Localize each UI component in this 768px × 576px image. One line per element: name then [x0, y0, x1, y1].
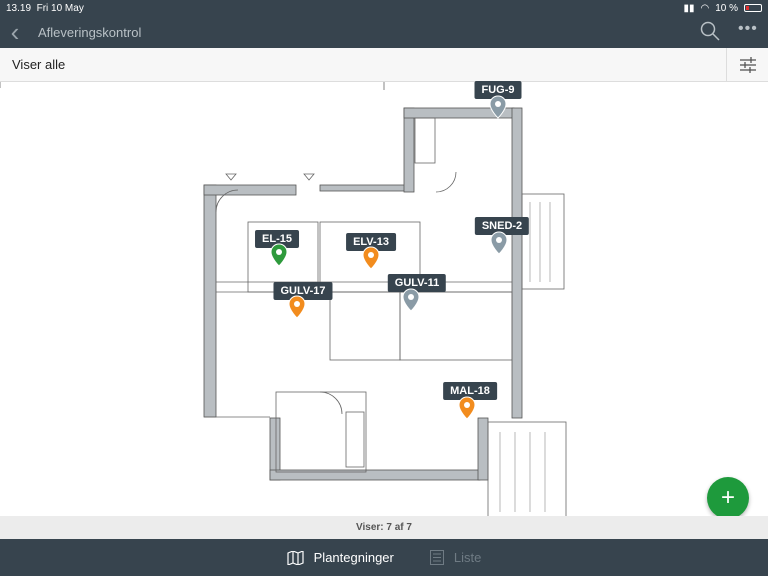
floor-plan-map[interactable]	[0, 82, 768, 516]
pin-label-el-15[interactable]: EL-15	[255, 230, 299, 248]
tab-liste[interactable]: Liste	[429, 550, 482, 565]
pin-label-fug-9[interactable]: FUG-9	[474, 81, 522, 99]
filter-settings-button[interactable]	[726, 48, 768, 81]
tab-label: Liste	[453, 550, 482, 565]
map-pin-icon[interactable]	[489, 95, 507, 124]
battery-percent: 10 %	[715, 2, 738, 14]
pin-label-mal-18[interactable]: MAL-18	[443, 382, 497, 400]
wifi-icon: ◠	[700, 2, 710, 14]
status-bar: 13.19 Fri 10 May ▮▮ ◠ 10 %	[0, 0, 768, 16]
filter-label: Viser alle	[12, 57, 66, 72]
map-pin-icon[interactable]	[270, 243, 288, 272]
nav-bar: ‹ Afleveringskontrol •••	[0, 16, 768, 48]
map-pin-icon[interactable]	[402, 288, 420, 317]
map-icon	[287, 550, 304, 565]
battery-icon	[744, 4, 762, 12]
signal-icon: ▮▮	[683, 2, 695, 14]
filter-bar: Viser alle	[0, 48, 768, 82]
list-icon	[429, 550, 444, 565]
pin-label-gulv-11[interactable]: GULV-11	[387, 274, 447, 292]
pin-label-sned-2[interactable]: SNED-2	[474, 217, 530, 235]
add-button[interactable]: +	[707, 477, 749, 519]
tab-label: Plantegninger	[313, 550, 394, 565]
result-count: Viser: 7 af 7	[0, 516, 768, 539]
search-icon[interactable]	[700, 21, 720, 46]
status-time: 13.19	[6, 2, 32, 14]
pin-label-elv-13[interactable]: ELV-13	[346, 233, 396, 251]
map-pin-icon[interactable]	[362, 246, 380, 275]
map-pin-icon[interactable]	[490, 231, 508, 260]
tab-bar: Plantegninger Liste	[0, 539, 768, 576]
back-button[interactable]: ‹	[10, 16, 20, 47]
map-pin-icon[interactable]	[288, 295, 306, 324]
floor-plan-drawing	[0, 82, 567, 516]
status-date: Fri 10 May	[36, 2, 84, 14]
more-icon[interactable]: •••	[738, 20, 758, 37]
pin-label-gulv-17[interactable]: GULV-17	[273, 282, 333, 300]
page-title: Afleveringskontrol	[38, 24, 142, 40]
sliders-icon	[739, 56, 756, 73]
tab-plantegninger[interactable]: Plantegninger	[287, 550, 394, 565]
map-pin-icon[interactable]	[458, 396, 476, 425]
